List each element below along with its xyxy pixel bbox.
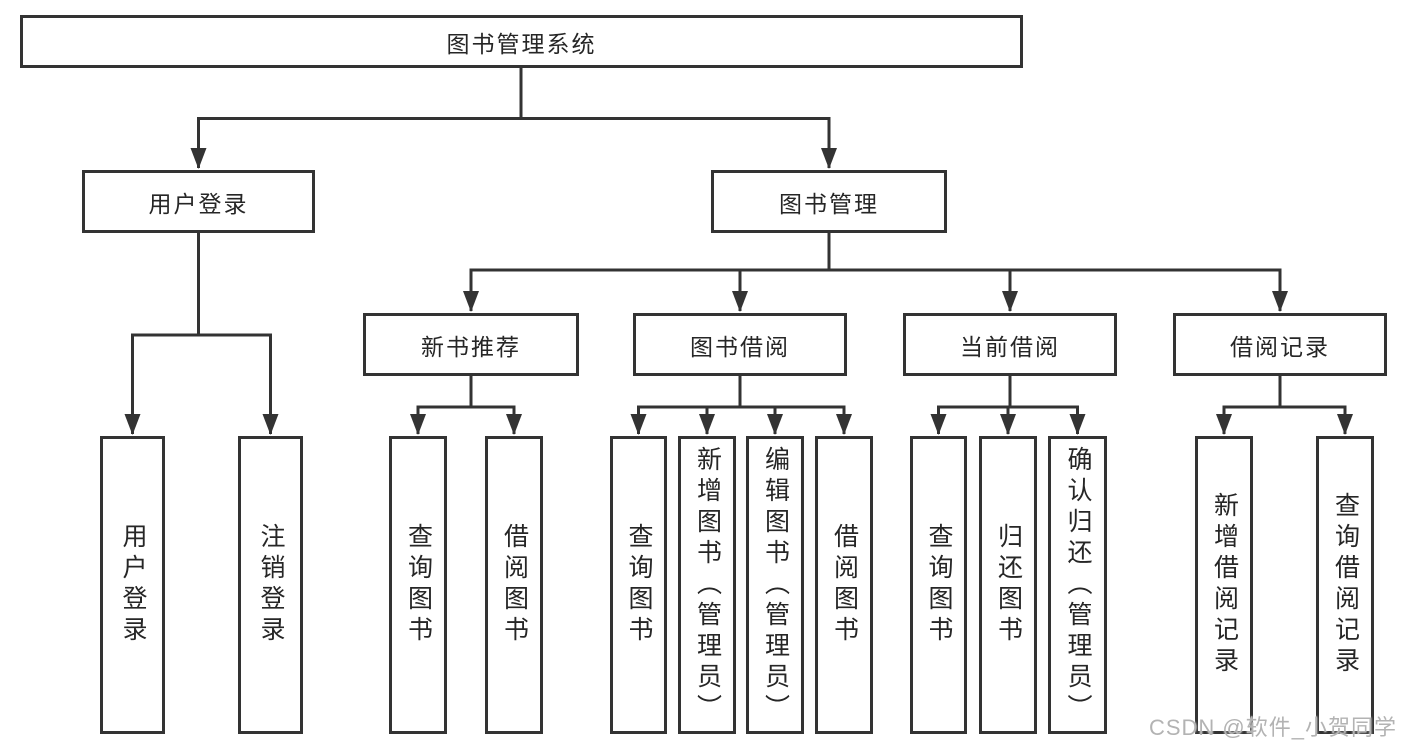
leaf-query-books-recommend: 查询图书 (389, 436, 447, 734)
leaf-query-books-borrowing: 查询图书 (610, 436, 667, 734)
node-book-management: 图书管理 (711, 170, 947, 233)
leaf-label: 查询图书 (625, 523, 653, 647)
leaf-label: 归还图书 (994, 523, 1023, 647)
node-current-borrowing: 当前借阅 (903, 313, 1117, 376)
watermark: CSDN @软件_小贺同学 (1148, 715, 1397, 740)
leaf-label: 新增借阅记录 (1210, 492, 1239, 678)
leaf-add-borrow-record: 新增借阅记录 (1195, 436, 1253, 734)
leaf-borrow-books-borrowing: 借阅图书 (815, 436, 873, 734)
leaf-user-login: 用户登录 (100, 436, 165, 734)
leaf-label: 用户登录 (119, 523, 147, 647)
leaf-label: 注销登录 (257, 523, 285, 647)
leaf-query-borrow-record: 查询借阅记录 (1316, 436, 1374, 734)
leaf-label: 编辑图书（管理员） (761, 445, 790, 725)
leaf-label: 查询图书 (925, 523, 953, 647)
node-user-login: 用户登录 (82, 170, 315, 233)
leaf-logout: 注销登录 (238, 436, 303, 734)
leaf-query-books-current: 查询图书 (910, 436, 967, 734)
node-new-book-recommendation: 新书推荐 (363, 313, 579, 376)
leaf-label: 查询图书 (404, 523, 433, 647)
leaf-add-book-admin: 新增图书（管理员） (678, 436, 736, 734)
leaf-borrow-books-recommend: 借阅图书 (485, 436, 543, 734)
node-borrowing-records: 借阅记录 (1173, 313, 1387, 376)
node-root: 图书管理系统 (20, 15, 1023, 68)
leaf-confirm-return-admin: 确认归还（管理员） (1048, 436, 1107, 734)
node-book-borrowing: 图书借阅 (633, 313, 847, 376)
leaf-return-book: 归还图书 (979, 436, 1037, 734)
leaf-label: 查询借阅记录 (1331, 492, 1360, 678)
leaf-label: 新增图书（管理员） (693, 445, 722, 725)
leaf-label: 借阅图书 (830, 523, 859, 647)
leaf-label: 确认归还（管理员） (1064, 445, 1092, 725)
leaf-label: 借阅图书 (500, 523, 529, 647)
leaf-edit-book-admin: 编辑图书（管理员） (746, 436, 804, 734)
